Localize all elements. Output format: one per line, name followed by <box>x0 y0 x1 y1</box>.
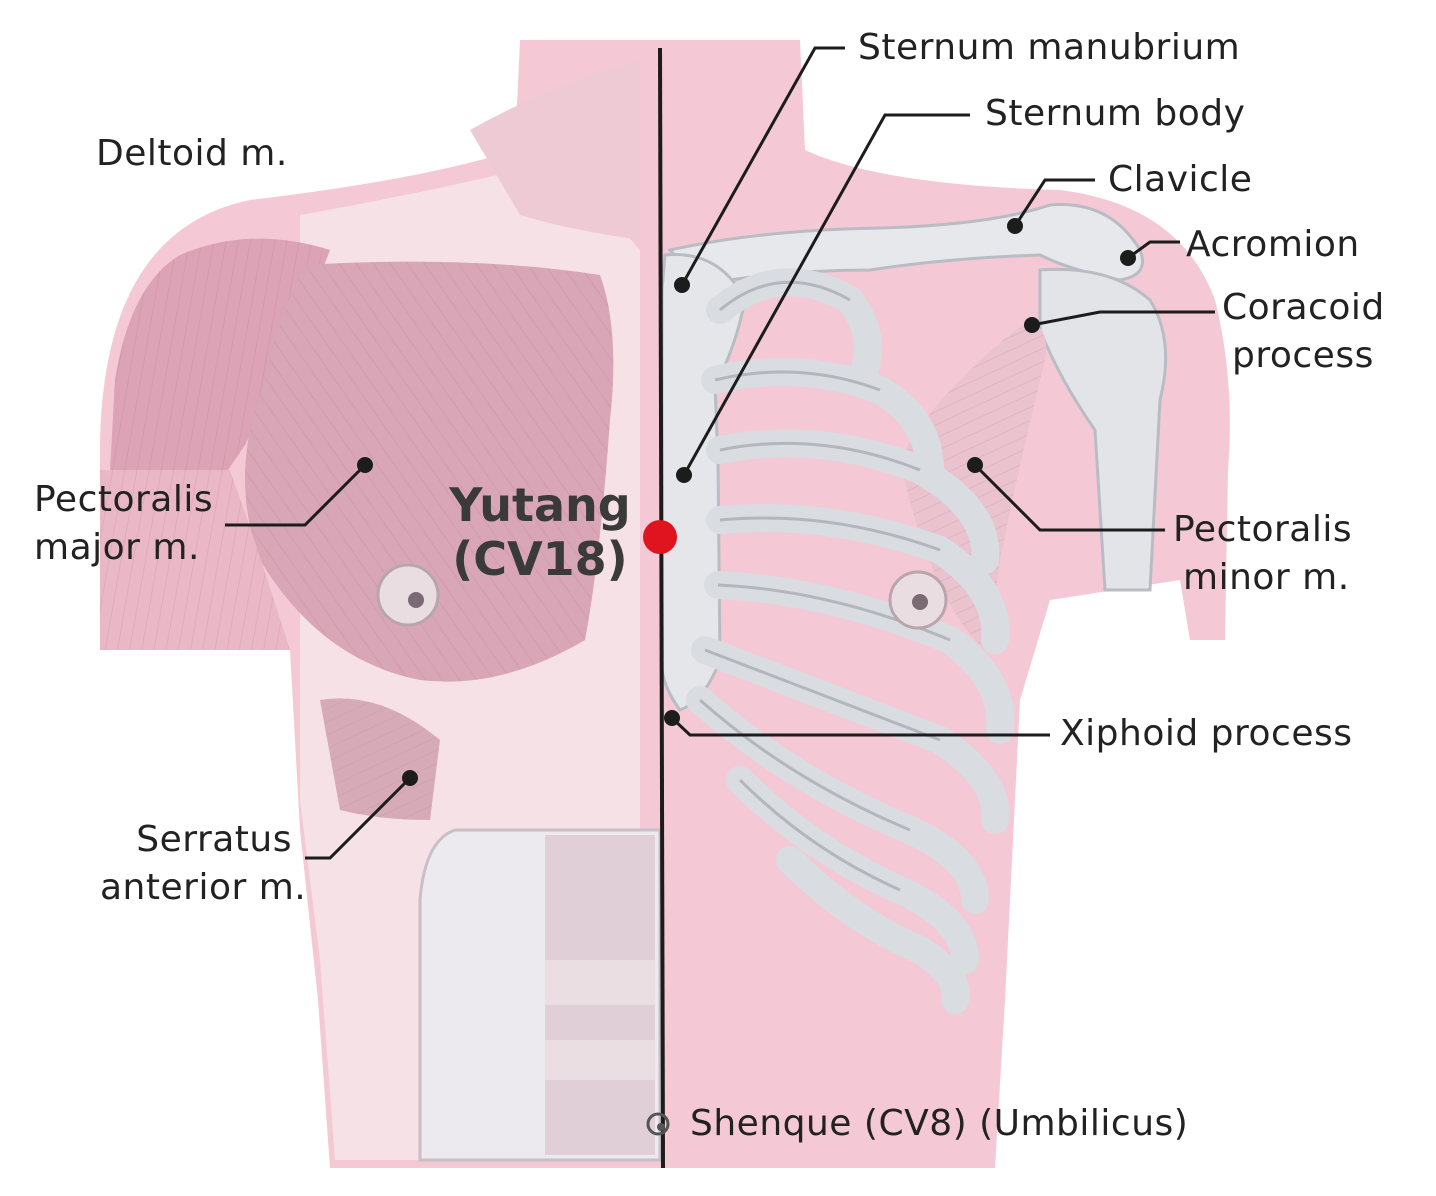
leader-lines <box>225 46 1215 860</box>
yutang-point-name: Yutang <box>449 478 631 532</box>
label-clavicle: Clavicle <box>1108 159 1253 200</box>
label-sternum-manubrium: Sternum manubrium <box>858 27 1241 68</box>
label-sternum-body: Sternum body <box>985 93 1246 134</box>
label-pectoralis-minor: Pectoralis minor m. <box>1173 509 1353 598</box>
label-shenque-umbilicus: Shenque (CV8) (Umbilicus) <box>690 1103 1189 1144</box>
label-acromion: Acromion <box>1186 224 1360 265</box>
umbilicus-icon <box>646 1112 670 1136</box>
yutang-point-label: Yutang (CV18) <box>440 478 640 586</box>
anterior-midline <box>658 47 665 1169</box>
label-pectoralis-major: Pectoralis major m. <box>34 479 214 568</box>
label-xiphoid-process: Xiphoid process <box>1060 713 1353 754</box>
yutang-point-code: (CV18) <box>452 532 628 586</box>
label-deltoid: Deltoid m. <box>96 133 288 174</box>
label-serratus-anterior: Serratus anterior m. <box>100 819 307 908</box>
left-nipple <box>376 563 440 627</box>
label-coracoid-process: Coracoid process <box>1222 287 1385 376</box>
yutang-acupoint-marker <box>643 520 677 554</box>
anchor-dots <box>357 218 1136 786</box>
humerus-bone <box>1038 267 1168 592</box>
clavicle-bone <box>667 203 1144 287</box>
